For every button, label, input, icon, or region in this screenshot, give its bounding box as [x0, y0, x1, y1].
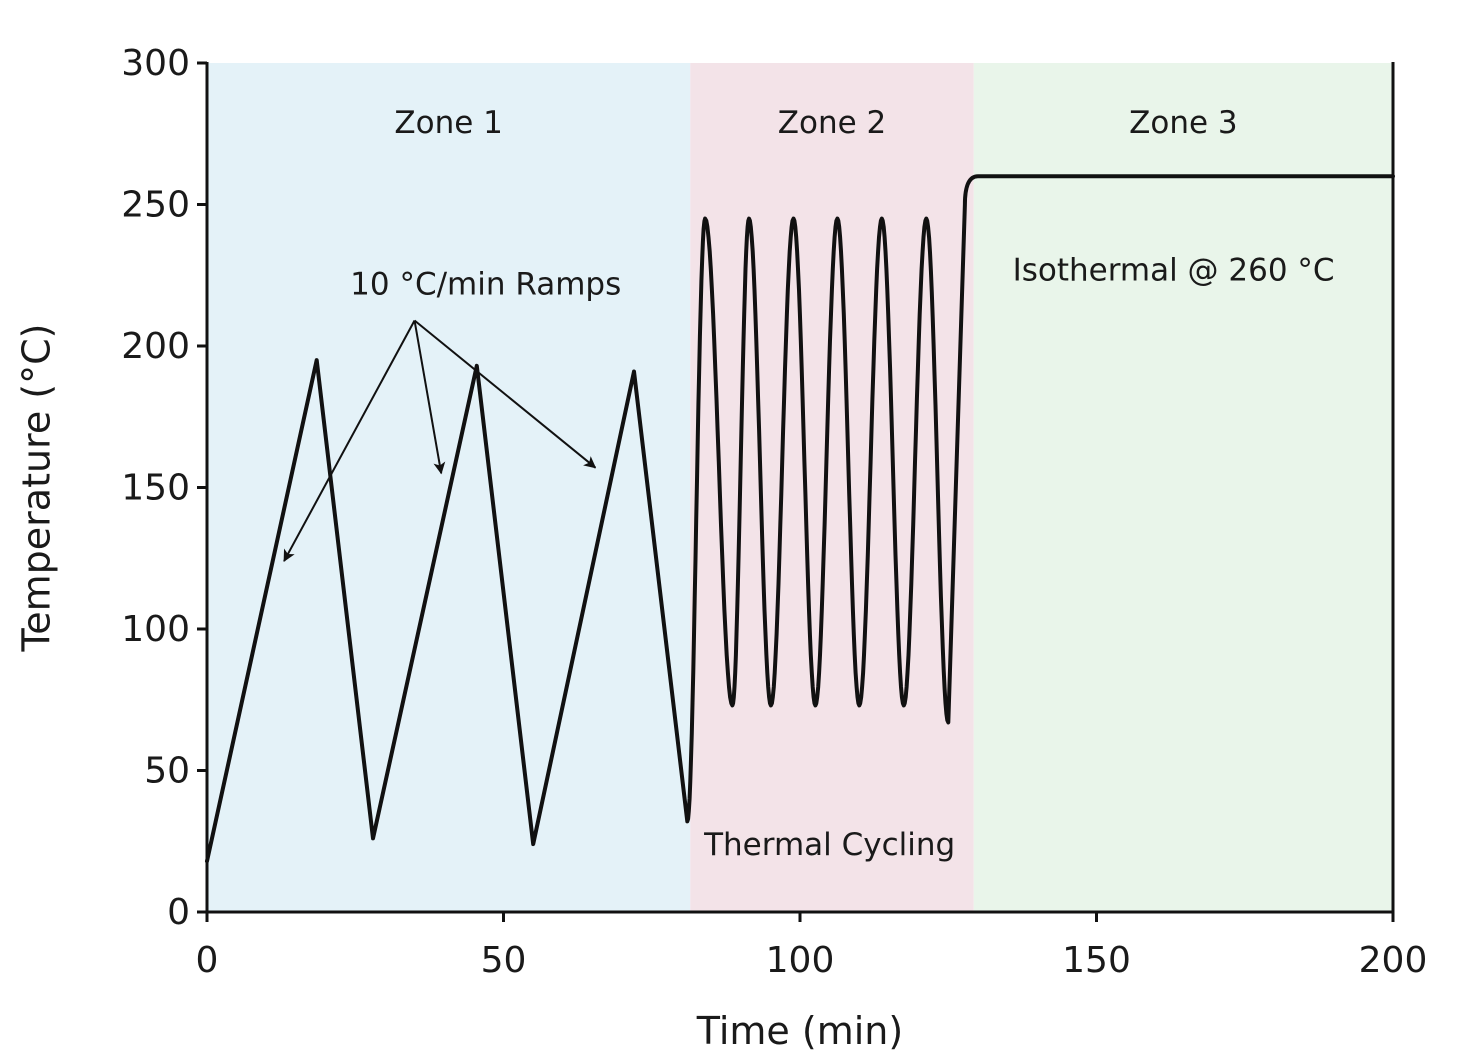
x-axis-title: Time (min)	[696, 1009, 903, 1053]
ramps-annotation: 10 °C/min Ramps	[350, 267, 621, 303]
temperature-series-line	[205, 174, 1395, 864]
x-tick-label: 150	[1062, 940, 1131, 981]
axes: 0 50 100 150 200 250 300 0 50 100 150 200	[121, 43, 1427, 981]
y-tick-label: 50	[144, 751, 190, 792]
ramp-arrows	[283, 319, 597, 562]
x-tick-label: 50	[481, 940, 527, 981]
zone-3-background	[973, 63, 1393, 912]
x-tick-label: 0	[196, 940, 219, 981]
y-tick-label: 0	[167, 892, 190, 933]
ramp-arrow-2	[413, 320, 446, 475]
x-axis-ticks: 0 50 100 150 200	[196, 912, 1428, 981]
zone-labels: Zone 1 Zone 2 Zone 3	[394, 105, 1237, 141]
annotations: 10 °C/min Ramps Isothermal @ 260 °C Ther…	[350, 253, 1334, 863]
ramp-arrow-1	[283, 320, 416, 562]
isothermal-annotation: Isothermal @ 260 °C	[1013, 253, 1335, 289]
zone-1-label: Zone 1	[394, 105, 503, 141]
y-tick-label: 200	[121, 326, 190, 367]
zone-3-label: Zone 3	[1129, 105, 1238, 141]
zone-2-label: Zone 2	[778, 105, 887, 141]
x-tick-label: 100	[766, 940, 835, 981]
y-tick-label: 100	[121, 609, 190, 650]
y-tick-label: 150	[121, 468, 190, 509]
thermal-cycling-annotation: Thermal Cycling	[703, 827, 955, 863]
zone-2-background	[690, 63, 974, 912]
y-axis-ticks: 0 50 100 150 200 250 300	[121, 43, 207, 933]
y-tick-label: 250	[121, 185, 190, 226]
y-tick-label: 300	[121, 43, 190, 84]
x-tick-label: 200	[1359, 940, 1428, 981]
y-axis-title: Temperature (°C)	[14, 324, 58, 653]
ramp-arrow-3	[413, 319, 597, 469]
